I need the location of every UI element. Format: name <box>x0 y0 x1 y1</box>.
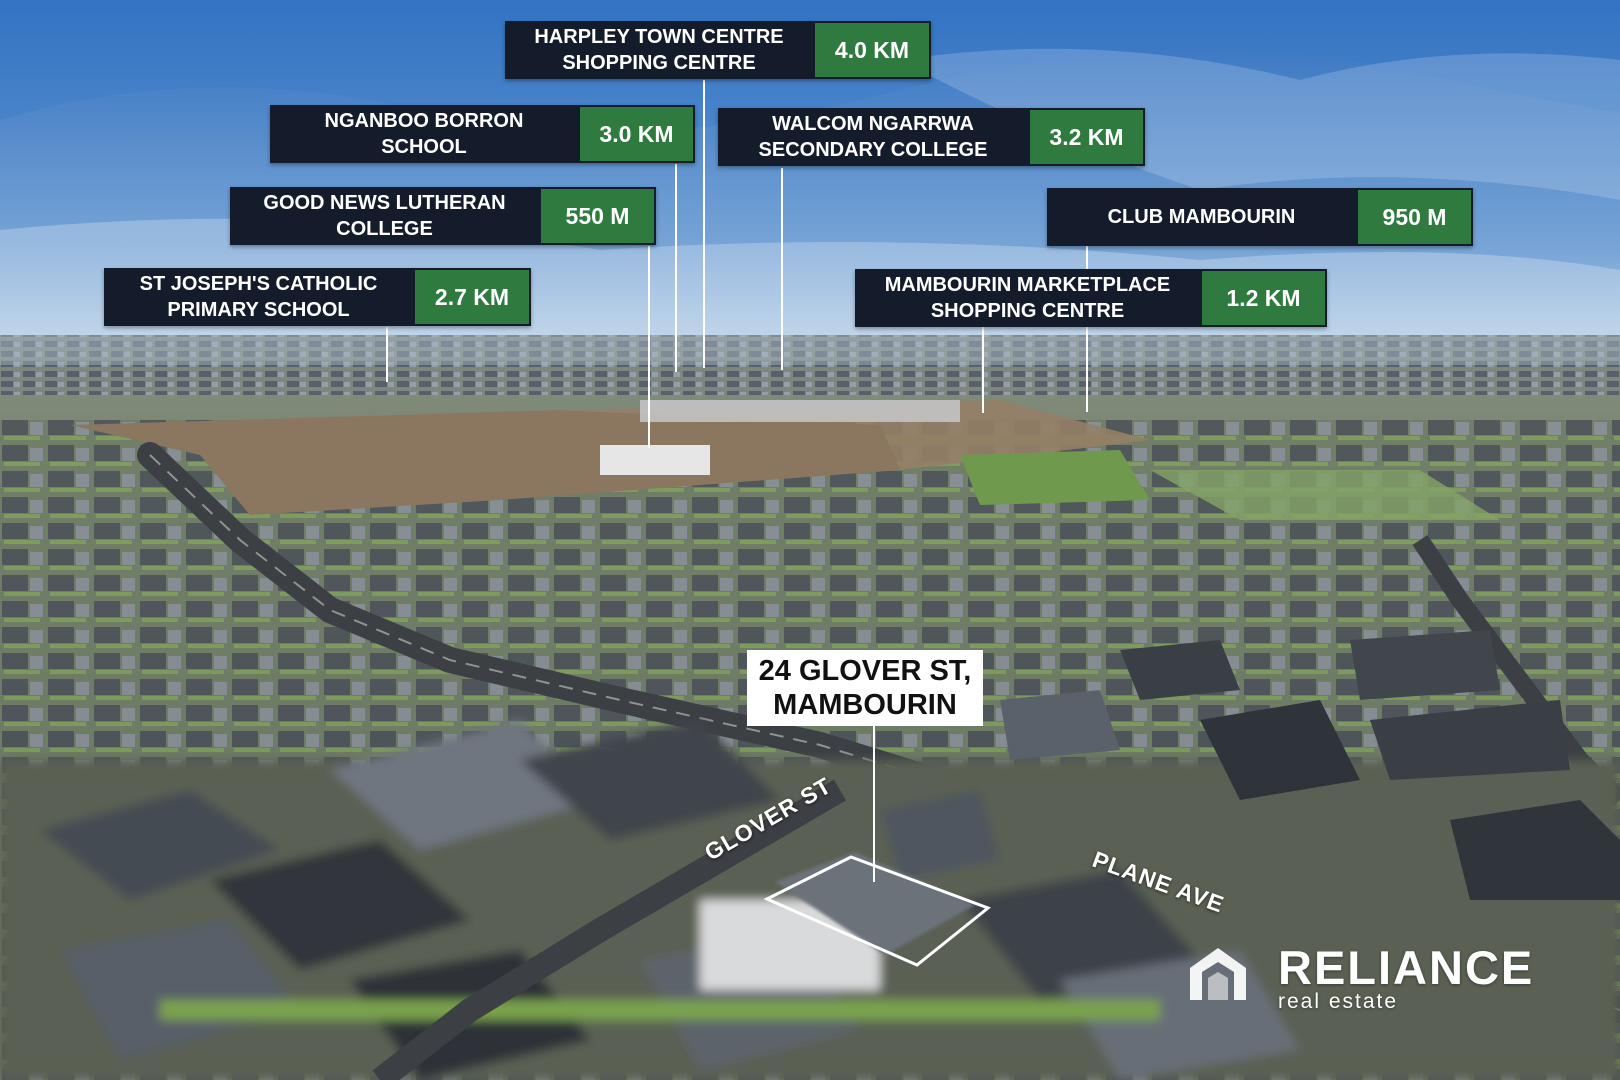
nganboo-label: NGANBOO BORRON SCHOOL 3.0 KM <box>270 105 695 163</box>
goodnews-label: GOOD NEWS LUTHERAN COLLEGE 550 M <box>230 187 656 245</box>
club-pointer <box>1086 246 1088 412</box>
walcom-pointer <box>781 168 783 370</box>
club-label: CLUB MAMBOURIN 950 M <box>1047 188 1473 246</box>
brand-tagline: real estate <box>1278 990 1399 1013</box>
marketplace-name: MAMBOURIN MARKETPLACE SHOPPING CENTRE <box>855 269 1200 327</box>
harpley-label: HARPLEY TOWN CENTRE SHOPPING CENTRE 4.0 … <box>505 21 931 79</box>
goodnews-pointer <box>648 246 650 448</box>
property-boundary <box>763 855 991 967</box>
nganboo-pointer <box>675 164 677 372</box>
property-address: 24 GLOVER ST, MAMBOURIN <box>747 650 983 726</box>
walcom-distance: 3.2 KM <box>1028 108 1145 166</box>
stjoseph-label: ST JOSEPH'S CATHOLIC PRIMARY SCHOOL 2.7 … <box>104 268 531 326</box>
stjoseph-pointer <box>386 327 388 382</box>
goodnews-name: GOOD NEWS LUTHERAN COLLEGE <box>230 187 539 245</box>
brand-name: RELIANCE <box>1278 941 1535 994</box>
harpley-name: HARPLEY TOWN CENTRE SHOPPING CENTRE <box>505 21 813 79</box>
club-distance: 950 M <box>1356 188 1473 246</box>
nganboo-distance: 3.0 KM <box>578 105 695 163</box>
marketplace-label: MAMBOURIN MARKETPLACE SHOPPING CENTRE 1.… <box>855 269 1327 327</box>
walcom-label: WALCOM NGARRWA SECONDARY COLLEGE 3.2 KM <box>718 108 1145 166</box>
harpley-distance: 4.0 KM <box>813 21 931 79</box>
goodnews-distance: 550 M <box>539 187 656 245</box>
stjoseph-name: ST JOSEPH'S CATHOLIC PRIMARY SCHOOL <box>104 268 413 326</box>
harpley-pointer <box>703 80 705 368</box>
reliance-house-icon <box>1190 948 1246 1000</box>
nganboo-name: NGANBOO BORRON SCHOOL <box>270 105 578 163</box>
club-name: CLUB MAMBOURIN <box>1047 188 1356 246</box>
walcom-name: WALCOM NGARRWA SECONDARY COLLEGE <box>718 108 1028 166</box>
reliance-logo: RELIANCE real estate <box>1186 940 1576 1013</box>
property-pointer <box>873 726 875 882</box>
marketplace-distance: 1.2 KM <box>1200 269 1327 327</box>
stjoseph-distance: 2.7 KM <box>413 268 531 326</box>
marketplace-pointer <box>982 327 984 413</box>
